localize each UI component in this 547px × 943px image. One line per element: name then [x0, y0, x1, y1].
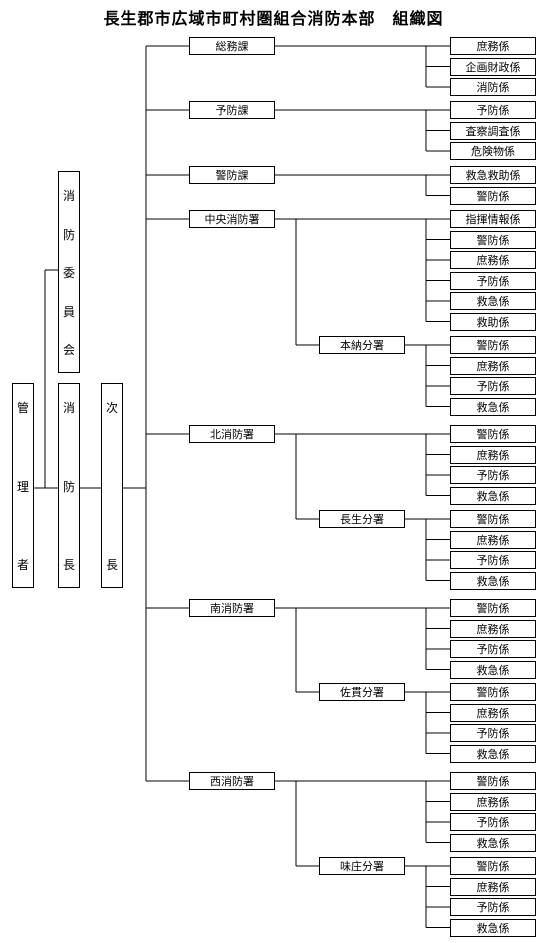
unit-box: 予防係 — [450, 551, 536, 569]
jicho-box-char: 次 — [105, 401, 118, 415]
unit-box: 庶務係 — [450, 251, 536, 269]
branch-box: 長生分署 — [319, 510, 405, 528]
unit-box: 庶務係 — [450, 703, 536, 722]
unit-box: 救急係 — [450, 486, 536, 505]
kanrisha-box-char: 者 — [16, 558, 29, 572]
branch-box: 佐貫分署 — [319, 683, 405, 701]
unit-box: 企画財政係 — [450, 57, 536, 76]
division-box: 総務課 — [189, 37, 275, 55]
unit-box: 救急係 — [450, 918, 536, 937]
unit-box: 警防係 — [450, 683, 536, 701]
unit-box: 救急救助係 — [450, 166, 536, 184]
unit-box: 庶務係 — [450, 877, 536, 896]
unit-box: 予防係 — [450, 898, 536, 916]
unit-box: 警防係 — [450, 336, 536, 354]
unit-box: 救急係 — [450, 292, 536, 310]
division-box: 警防課 — [189, 166, 275, 184]
unit-box: 庶務係 — [450, 792, 536, 811]
jicho-box: 次長 — [101, 383, 123, 588]
shobo-iinkai-box-char: 員 — [62, 304, 75, 319]
unit-box: 庶務係 — [450, 530, 536, 549]
kanrisha-box-char: 理 — [16, 479, 29, 494]
shobo-iinkai-box-char: 防 — [62, 227, 75, 242]
unit-box: 予防係 — [450, 377, 536, 395]
unit-box: 救急係 — [450, 833, 536, 852]
shobo-iinkai-box: 消防委員会 — [58, 171, 80, 373]
unit-box: 予防係 — [450, 101, 536, 119]
unit-box: 警防係 — [450, 599, 536, 617]
unit-box: 庶務係 — [450, 445, 536, 464]
unit-box: 警防係 — [450, 510, 536, 528]
shobocho-box: 消防長 — [58, 383, 80, 588]
shobocho-box-char: 防 — [62, 479, 75, 494]
shobocho-box-char: 長 — [62, 558, 75, 572]
shobo-iinkai-box-char: 会 — [62, 343, 75, 357]
unit-box: 救急係 — [450, 744, 536, 763]
unit-box: 査察調査係 — [450, 121, 536, 140]
station-box: 西消防署 — [189, 772, 275, 790]
unit-box: 予防係 — [450, 813, 536, 831]
unit-box: 予防係 — [450, 640, 536, 658]
shobo-iinkai-box-char: 委 — [62, 266, 75, 280]
unit-box: 消防係 — [450, 78, 536, 96]
unit-box: 救急係 — [450, 397, 536, 416]
branch-box: 本納分署 — [319, 336, 405, 354]
kanrisha-box: 管理者 — [12, 383, 34, 588]
unit-box: 警防係 — [450, 772, 536, 790]
branch-box: 味庄分署 — [319, 857, 405, 875]
page-title: 長生郡市広域市町村圏組合消防本部 組織図 — [103, 9, 444, 28]
shobocho-box-char: 消 — [62, 401, 75, 415]
unit-box: 警防係 — [450, 857, 536, 875]
unit-box: 予防係 — [450, 724, 536, 742]
unit-box: 警防係 — [450, 186, 536, 205]
unit-box: 救助係 — [450, 312, 536, 331]
unit-box: 警防係 — [450, 230, 536, 249]
shobo-iinkai-box-char: 消 — [62, 189, 75, 203]
unit-box: 警防係 — [450, 425, 536, 443]
station-box: 中央消防署 — [189, 210, 275, 228]
kanrisha-box-char: 管 — [16, 401, 29, 415]
unit-box: 救急係 — [450, 660, 536, 679]
division-box: 予防課 — [189, 101, 275, 119]
unit-box: 予防係 — [450, 466, 536, 484]
unit-box: 庶務係 — [450, 37, 536, 55]
station-box: 北消防署 — [189, 425, 275, 443]
unit-box: 危険物係 — [450, 142, 536, 160]
jicho-box-char: 長 — [105, 558, 118, 572]
unit-box: 庶務係 — [450, 356, 536, 375]
unit-box: 予防係 — [450, 271, 536, 290]
unit-box: 指揮情報係 — [450, 210, 536, 228]
unit-box: 救急係 — [450, 571, 536, 590]
unit-box: 庶務係 — [450, 619, 536, 638]
station-box: 南消防署 — [189, 599, 275, 617]
